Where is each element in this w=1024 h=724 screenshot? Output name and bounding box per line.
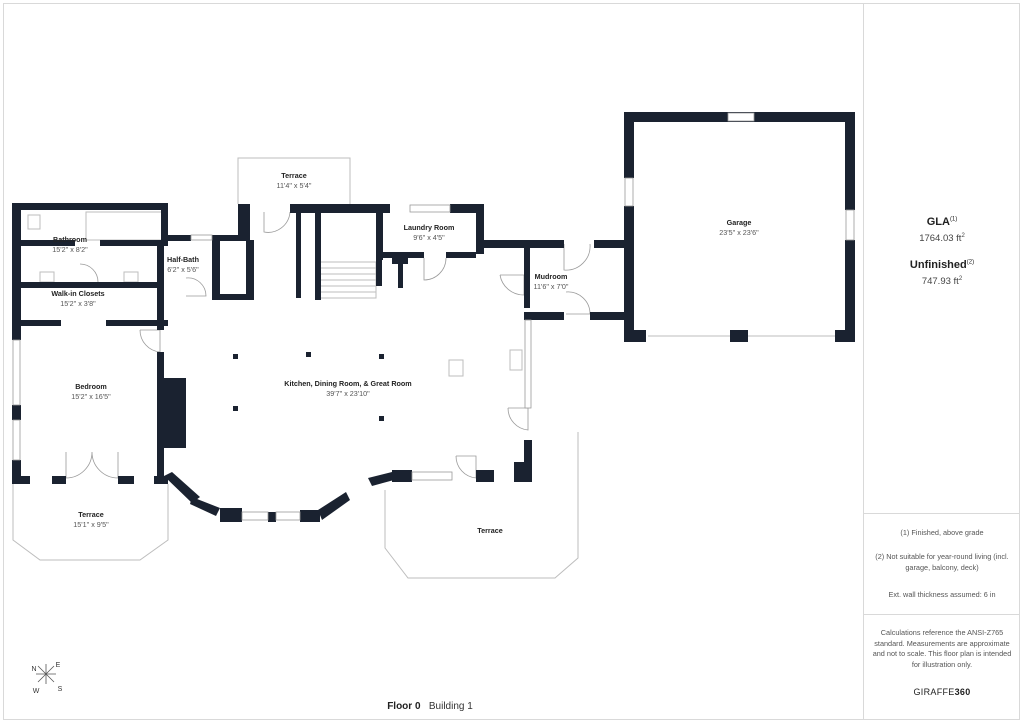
disclaimer-text: Calculations reference the ANSI-Z765 sta… xyxy=(872,628,1012,669)
room-labels: Terrace 11'4" x 5'4" Bathroom 15'2" x 8'… xyxy=(51,171,759,535)
unfinished-value: 747.93 ft xyxy=(921,276,959,288)
floor-plan: Terrace 11'4" x 5'4" Bathroom 15'2" x 8'… xyxy=(12,112,855,695)
room-name-bathroom: Bathroom xyxy=(53,235,87,244)
gla-value: 1764.03 ft xyxy=(919,233,962,245)
gla-block: GLA(1) 1764.03 ft2 xyxy=(864,216,1020,244)
unfinished-label: Unfinished xyxy=(909,259,967,271)
room-name-terrace-top: Terrace xyxy=(281,171,306,180)
room-dims-terrace-bl: 15'1" x 9'5" xyxy=(73,520,109,529)
room-name-mudroom: Mudroom xyxy=(535,272,568,281)
compass-n: N xyxy=(31,666,36,673)
page-frame xyxy=(3,3,1020,720)
compass-s: S xyxy=(58,686,63,693)
room-name-terrace-br: Terrace xyxy=(477,526,502,535)
room-dims-kitchen: 39'7" x 23'10" xyxy=(326,389,370,398)
room-dims-bedroom: 15'2" x 16'5" xyxy=(71,392,111,401)
note-finished: (1) Finished, above grade xyxy=(900,528,984,537)
room-name-bedroom: Bedroom xyxy=(75,382,107,391)
room-dims-laundry: 9'6" x 4'5" xyxy=(413,233,445,242)
room-dims-half-bath: 6'2" x 5'6" xyxy=(167,265,199,274)
floor-name: Floor 0 xyxy=(387,701,421,712)
sidebar-divider xyxy=(864,513,1020,514)
room-dims-bathroom: 15'2" x 8'2" xyxy=(52,245,88,254)
room-name-laundry: Laundry Room xyxy=(404,223,455,232)
building-name: Building 1 xyxy=(428,701,473,712)
compass-e: E xyxy=(56,662,61,669)
room-name-terrace-bl: Terrace xyxy=(78,510,103,519)
room-dims-walkin: 15'2" x 3'8" xyxy=(60,299,96,308)
sidebar-divider xyxy=(864,614,1020,615)
room-dims-mudroom: 11'6" x 7'0" xyxy=(534,282,569,291)
gla-unit: 2 xyxy=(961,233,965,239)
unfinished-block: Unfinished(2) 747.93 ft2 xyxy=(864,259,1020,287)
walls xyxy=(12,112,855,522)
brand-logo: GIRAFFE360 xyxy=(864,687,1020,697)
floor-label: Floor 0 Building 1 xyxy=(330,701,530,712)
gla-label: GLA xyxy=(926,216,950,228)
gla-note: (1) xyxy=(949,216,958,223)
note-unfinished: (2) Not suitable for year-round living (… xyxy=(875,552,1009,572)
unfinished-unit: 2 xyxy=(958,276,963,282)
room-name-half-bath: Half-Bath xyxy=(167,255,199,264)
door-swings xyxy=(65,211,591,479)
room-dims-garage: 23'5" x 23'6" xyxy=(719,228,759,237)
windows xyxy=(12,112,855,521)
terrace-outlines xyxy=(12,157,836,579)
room-name-walkin: Walk-in Closets xyxy=(51,289,104,298)
unfinished-note: (2) xyxy=(966,259,975,266)
room-name-garage: Garage xyxy=(727,218,752,227)
compass-w: W xyxy=(33,688,40,695)
compass-icon: N E S W xyxy=(31,662,62,695)
room-dims-terrace-top: 11'4" x 5'4" xyxy=(277,181,312,190)
note-wall-thickness: Ext. wall thickness assumed: 6 in xyxy=(888,590,996,599)
brand-prefix: GIRAFFE xyxy=(913,687,955,697)
room-name-kitchen: Kitchen, Dining Room, & Great Room xyxy=(284,379,411,388)
summary-sidebar: GLA(1) 1764.03 ft2 Unfinished(2) 747.93 … xyxy=(863,3,1020,720)
brand-suffix: 360 xyxy=(954,687,971,697)
